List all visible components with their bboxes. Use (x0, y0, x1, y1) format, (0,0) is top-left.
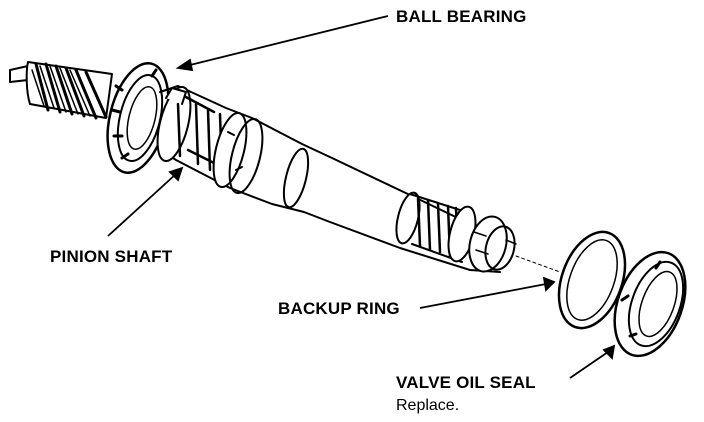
valve-oil-seal-arrowhead (602, 344, 616, 360)
ball-bearing-leader (185, 15, 389, 67)
backup-ring-arrowhead (542, 276, 556, 292)
pinion-shaft (156, 85, 517, 273)
replace-note: Replace. (396, 397, 460, 414)
valve-oil-seal (613, 250, 687, 358)
ball-bearing-arrowhead (175, 58, 194, 72)
valve-oil-seal-label: VALVE OIL SEAL (396, 373, 536, 392)
center-axis-line (515, 255, 561, 273)
leader-lines (107, 15, 616, 379)
pinion-shaft-leader (107, 173, 177, 237)
ball-bearing-label: BALL BEARING (396, 7, 527, 26)
pinion-gear (9, 61, 113, 120)
valve-oil-seal-leader (569, 351, 609, 379)
pinion-shaft-arrowhead (168, 166, 184, 182)
backup-ring-label: BACKUP RING (278, 299, 400, 318)
shaft-assembly-group (9, 61, 687, 358)
backup-ring-leader (419, 283, 547, 309)
pinion-shaft-label: PINION SHAFT (50, 247, 173, 266)
